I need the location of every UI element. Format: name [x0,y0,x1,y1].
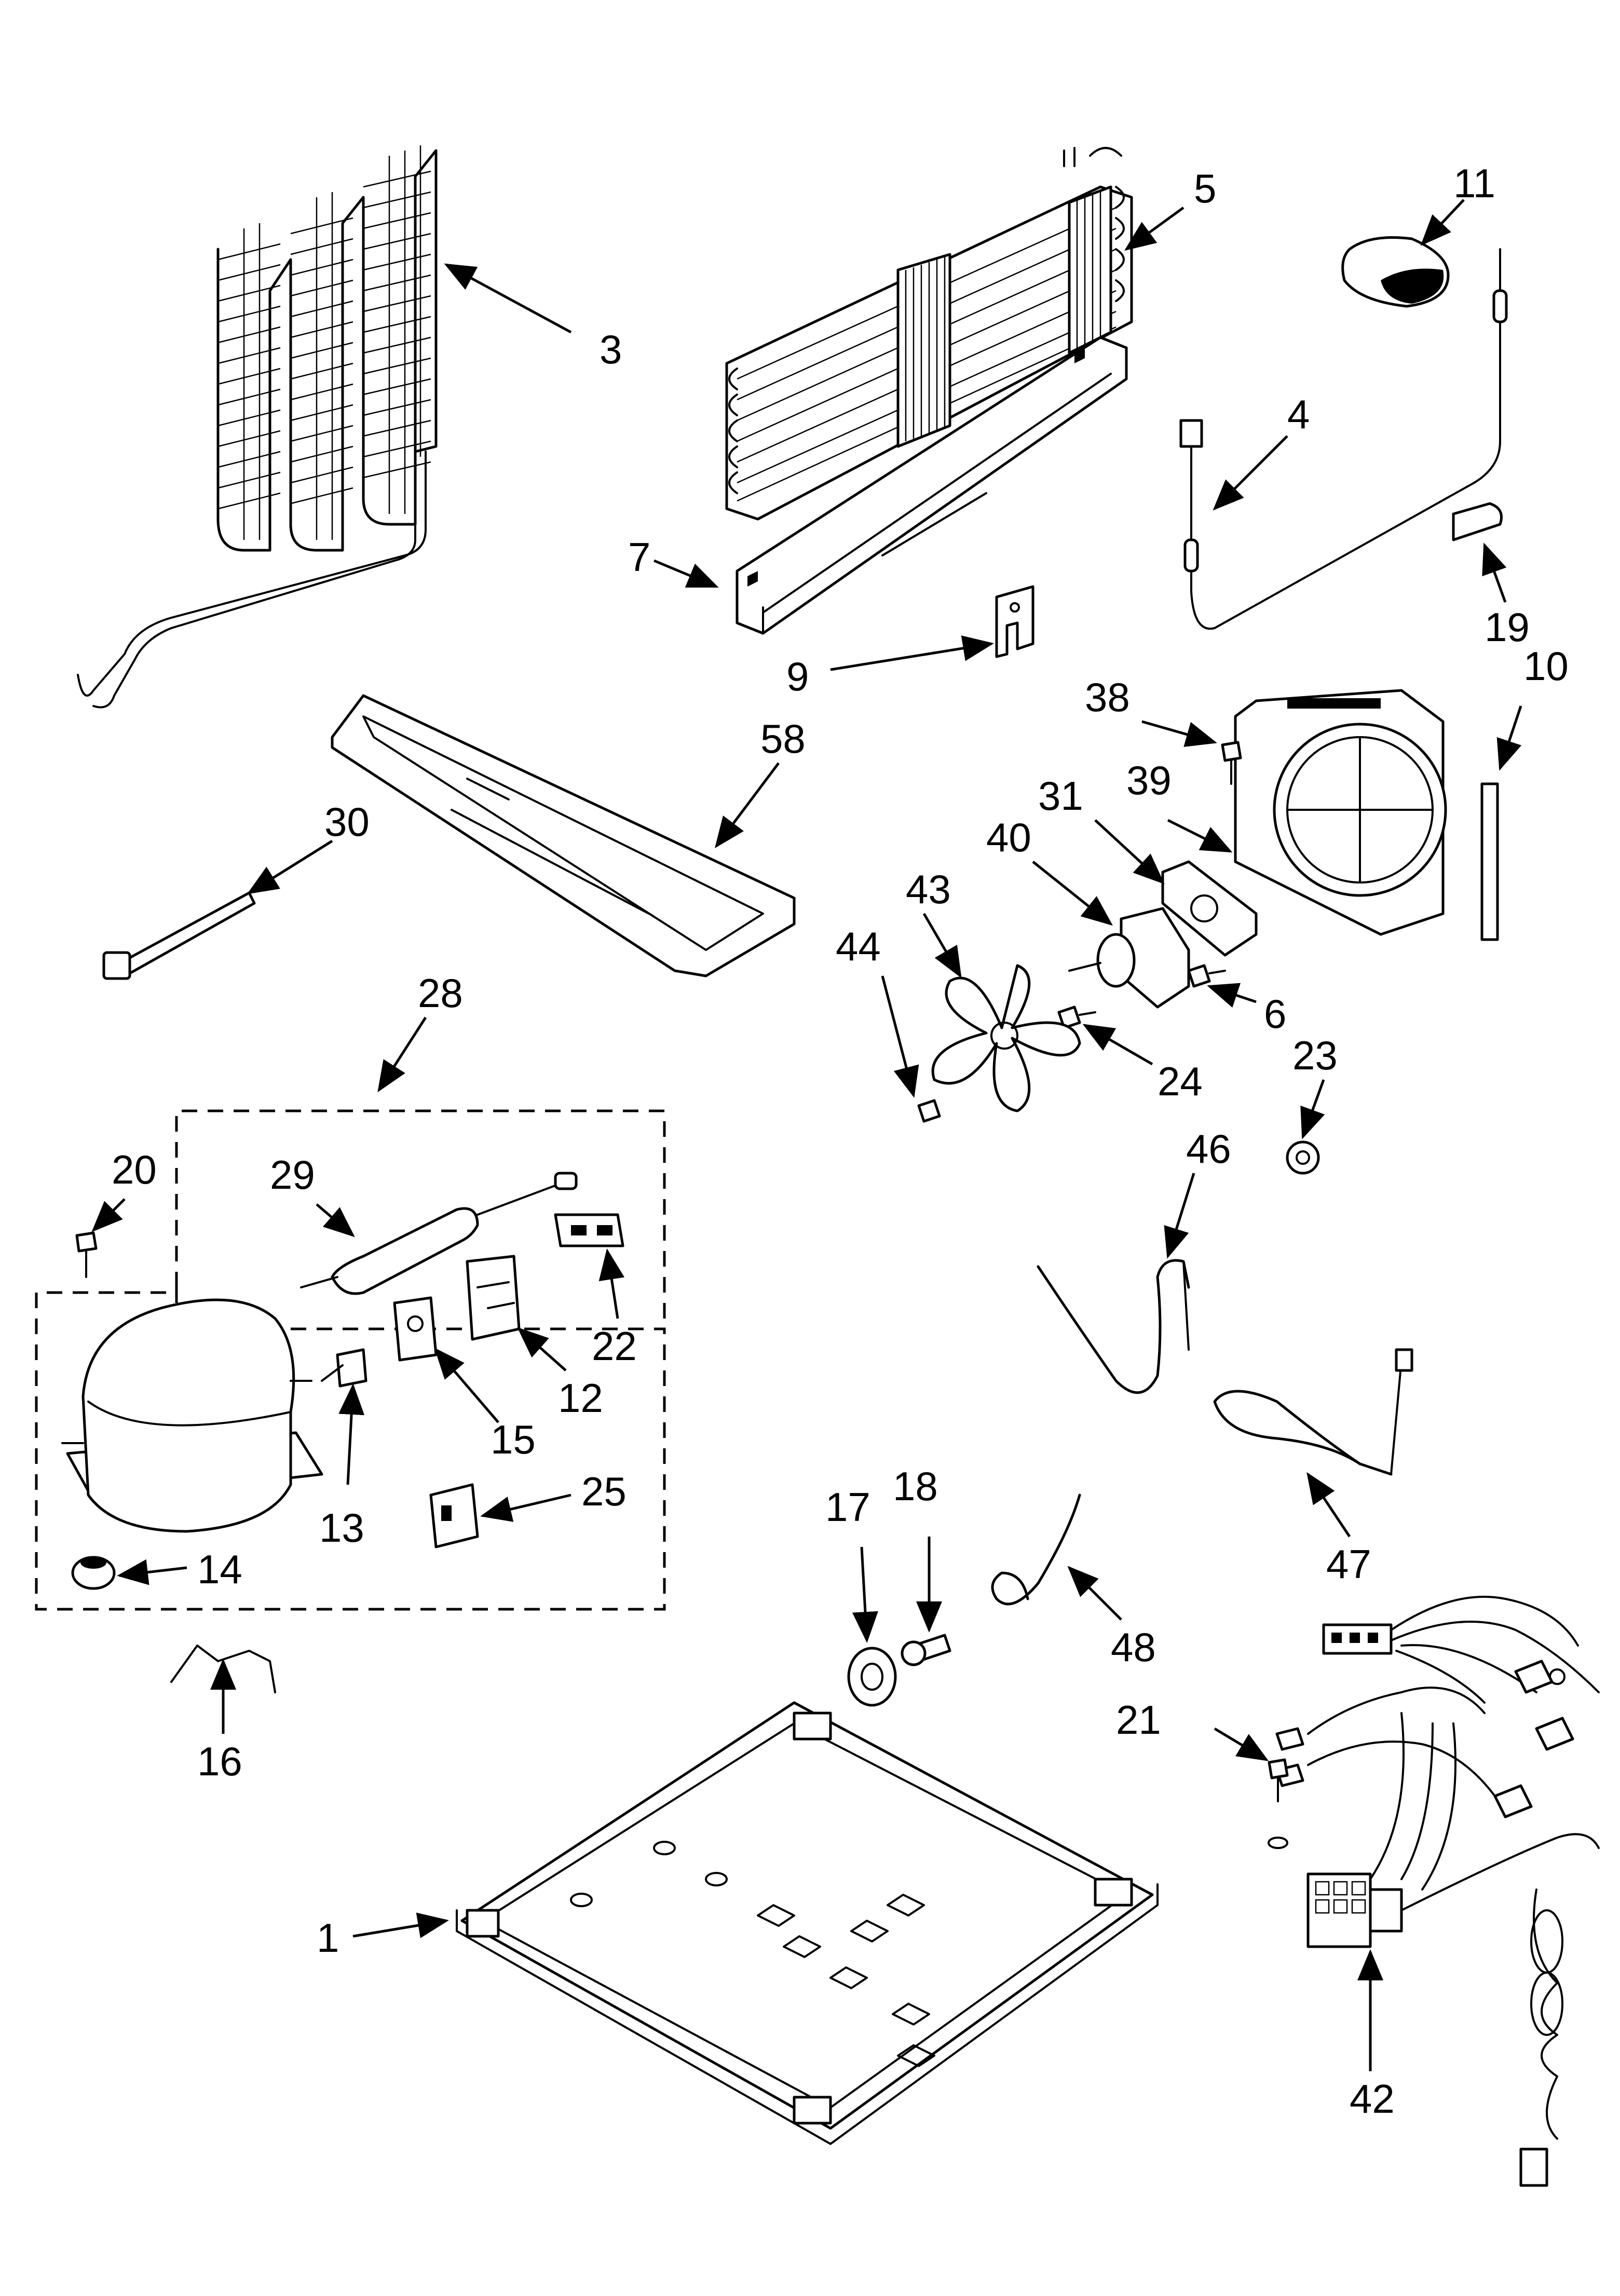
part-31-bracket-plate [1161,860,1258,957]
part-6-screw [1187,964,1226,988]
part-44-retainer [917,1099,941,1123]
callout-labels: 1 3 4 5 6 7 9 10 11 12 13 14 15 16 17 18… [112,160,1569,2122]
leader-lines [91,199,1522,2071]
callout-3: 3 [600,327,622,372]
callout-14: 14 [197,1546,242,1592]
part-25-relay [429,1483,479,1548]
part-15-relay [393,1296,438,1362]
callout-6: 6 [1264,991,1286,1037]
callout-25: 25 [581,1469,627,1514]
callout-42: 42 [1350,2076,1395,2122]
part-42-wire-harness [1275,1596,1600,2187]
part-18-axle [901,1634,951,1666]
part-30-cable-tie [102,891,256,980]
part-48-tube [991,1493,1081,1606]
callout-39: 39 [1126,757,1172,803]
callout-17: 17 [825,1484,870,1530]
part-19-clip [1452,502,1503,541]
callout-46: 46 [1186,1126,1231,1172]
part-4-thermistor-wire [1179,248,1508,630]
callout-1: 1 [317,1915,339,1961]
callout-29: 29 [270,1152,315,1198]
callout-28: 28 [418,970,463,1016]
callout-47: 47 [1326,1541,1371,1587]
callout-13: 13 [319,1505,364,1551]
part-7-drain-trough [736,336,1128,635]
callout-43: 43 [906,866,951,912]
part-12-cover [466,1255,521,1341]
part-39-fan-shroud [1234,689,1447,936]
callout-11: 11 [1453,160,1495,206]
callout-24: 24 [1158,1058,1203,1104]
callout-44: 44 [836,923,881,969]
part-23-nut [1286,1140,1320,1175]
part-3-condenser-coil [77,145,438,709]
part-38-screw [1221,741,1242,785]
callout-21: 21 [1116,1697,1161,1743]
callout-12: 12 [558,1375,603,1421]
callout-4: 4 [1287,391,1310,437]
part-5-evaporator [725,147,1133,521]
callout-15: 15 [491,1417,536,1462]
callout-23: 23 [1292,1032,1338,1078]
part-11-cap [1341,236,1450,308]
part-46-tube [1037,1259,1190,1394]
callout-7: 7 [628,534,650,580]
callout-48: 48 [1111,1624,1156,1670]
part-58-drain-pan [331,694,796,977]
part-9-clip [995,585,1034,658]
part-17-roller [847,1647,897,1707]
callout-19: 19 [1485,604,1530,650]
part-14-grommet [71,1556,116,1590]
part-43-fan-blade [931,964,1081,1112]
callout-9: 9 [786,654,809,699]
part-24-screw [1057,1006,1096,1029]
callout-40: 40 [986,814,1031,860]
callout-31: 31 [1038,773,1083,819]
callout-30: 30 [324,799,370,845]
part-20-screw [75,1231,98,1278]
part-22-connector [554,1213,624,1247]
callout-16: 16 [197,1738,242,1784]
compressor [61,1298,323,1533]
callout-18: 18 [893,1463,938,1509]
part-10-strip [1480,782,1499,941]
part-29-drier [300,1172,578,1295]
part-1-base-frame [456,1701,1159,2145]
callout-58: 58 [760,716,806,762]
part-13-overload [321,1348,367,1388]
part-47-tube [1213,1348,1413,1476]
callout-20: 20 [112,1147,157,1192]
part-21-screw [1268,1758,1289,1849]
callout-5: 5 [1194,166,1216,211]
callout-38: 38 [1085,674,1130,720]
part-40-fan-motor [1068,907,1190,1009]
part-16-clip [170,1645,276,1693]
callout-22: 22 [592,1323,637,1369]
callout-10: 10 [1523,643,1569,689]
